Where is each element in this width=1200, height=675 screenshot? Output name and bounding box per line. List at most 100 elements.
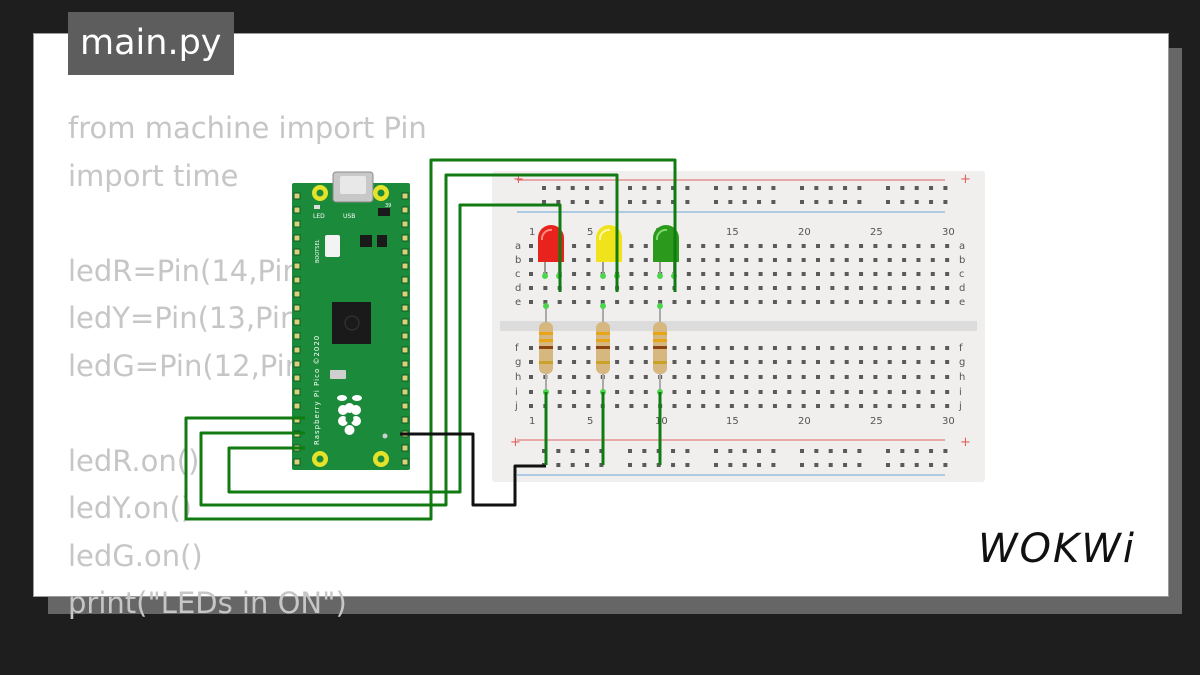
breadboard-hole[interactable] bbox=[714, 200, 718, 204]
breadboard-hole[interactable] bbox=[814, 186, 819, 190]
breadboard-hole[interactable] bbox=[586, 375, 591, 379]
breadboard-hole[interactable] bbox=[715, 286, 720, 290]
breadboard-hole[interactable] bbox=[758, 360, 763, 364]
pico-pin[interactable] bbox=[401, 402, 409, 410]
breadboard-hole[interactable] bbox=[945, 404, 950, 408]
pico-pin[interactable] bbox=[293, 360, 301, 368]
breadboard-hole[interactable] bbox=[672, 390, 677, 394]
breadboard-hole[interactable] bbox=[916, 390, 921, 394]
pico-pin[interactable] bbox=[293, 332, 301, 340]
breadboard-hole[interactable] bbox=[859, 404, 864, 408]
breadboard-hole[interactable] bbox=[615, 390, 620, 394]
breadboard-hole[interactable] bbox=[945, 286, 950, 290]
breadboard-hole[interactable] bbox=[887, 390, 892, 394]
breadboard-hole[interactable] bbox=[857, 200, 862, 204]
breadboard-hole[interactable] bbox=[701, 360, 706, 364]
breadboard-hole[interactable] bbox=[572, 300, 577, 304]
breadboard-hole[interactable] bbox=[801, 360, 806, 364]
pico-pin[interactable] bbox=[293, 458, 301, 466]
breadboard-hole[interactable] bbox=[628, 449, 632, 453]
breadboard-hole[interactable] bbox=[772, 244, 777, 248]
breadboard-hole[interactable] bbox=[787, 390, 792, 394]
breadboard-hole[interactable] bbox=[787, 346, 792, 350]
breadboard-hole[interactable] bbox=[930, 360, 935, 364]
breadboard-hole[interactable] bbox=[586, 404, 591, 408]
breadboard-hole[interactable] bbox=[902, 360, 907, 364]
pico-pin[interactable] bbox=[293, 234, 301, 242]
breadboard-hole[interactable] bbox=[816, 390, 820, 394]
breadboard-hole[interactable] bbox=[771, 200, 776, 204]
breadboard-hole[interactable] bbox=[916, 404, 921, 408]
resistor-1[interactable] bbox=[539, 306, 553, 392]
pico-pin[interactable] bbox=[293, 318, 301, 326]
breadboard-hole[interactable] bbox=[715, 390, 720, 394]
breadboard-hole[interactable] bbox=[902, 404, 907, 408]
breadboard-hole[interactable] bbox=[715, 404, 720, 408]
breadboard-hole[interactable] bbox=[830, 300, 835, 304]
breadboard-hole[interactable] bbox=[887, 244, 892, 248]
breadboard-hole[interactable] bbox=[628, 200, 632, 204]
breadboard-hole[interactable] bbox=[916, 286, 921, 290]
breadboard-hole[interactable] bbox=[585, 463, 590, 467]
breadboard-hole[interactable] bbox=[859, 272, 864, 276]
breadboard-hole[interactable] bbox=[902, 258, 907, 262]
breadboard-hole[interactable] bbox=[772, 404, 777, 408]
breadboard-hole[interactable] bbox=[557, 404, 562, 408]
breadboard-hole[interactable] bbox=[615, 404, 620, 408]
breadboard-hole[interactable] bbox=[686, 272, 691, 276]
resistor-3[interactable] bbox=[653, 306, 667, 392]
breadboard-hole[interactable] bbox=[744, 346, 749, 350]
breadboard-hole[interactable] bbox=[629, 272, 634, 276]
wire-green-2[interactable] bbox=[199, 173, 619, 507]
breadboard-hole[interactable] bbox=[642, 449, 647, 453]
breadboard-hole[interactable] bbox=[930, 346, 935, 350]
breadboard-hole[interactable] bbox=[859, 300, 864, 304]
breadboard-hole[interactable] bbox=[801, 286, 806, 290]
pico-pin[interactable] bbox=[293, 276, 301, 284]
breadboard-hole[interactable] bbox=[787, 375, 792, 379]
breadboard-hole[interactable] bbox=[586, 258, 591, 262]
breadboard-hole[interactable] bbox=[714, 186, 718, 190]
breadboard-hole[interactable] bbox=[930, 375, 935, 379]
breadboard-hole[interactable] bbox=[801, 404, 806, 408]
breadboard-hole[interactable] bbox=[586, 244, 591, 248]
pico-pin[interactable] bbox=[401, 360, 409, 368]
breadboard-hole[interactable] bbox=[916, 300, 921, 304]
breadboard-hole[interactable] bbox=[729, 360, 734, 364]
breadboard-hole[interactable] bbox=[557, 390, 562, 394]
breadboard-hole[interactable] bbox=[628, 186, 632, 190]
breadboard-hole[interactable] bbox=[729, 244, 734, 248]
breadboard-hole[interactable] bbox=[557, 360, 562, 364]
pico-pin[interactable] bbox=[401, 234, 409, 242]
breadboard-hole[interactable] bbox=[629, 286, 634, 290]
breadboard-hole[interactable] bbox=[686, 404, 691, 408]
breadboard-hole[interactable] bbox=[615, 346, 620, 350]
breadboard-hole[interactable] bbox=[830, 244, 835, 248]
breadboard-hole[interactable] bbox=[757, 186, 762, 190]
breadboard-hole[interactable] bbox=[529, 404, 533, 408]
breadboard-hole[interactable] bbox=[857, 186, 862, 190]
breadboard-hole[interactable] bbox=[643, 390, 648, 394]
breadboard-hole[interactable] bbox=[787, 300, 792, 304]
breadboard-hole[interactable] bbox=[599, 200, 604, 204]
breadboard-hole[interactable] bbox=[729, 346, 734, 350]
breadboard-hole[interactable] bbox=[830, 272, 835, 276]
breadboard-hole[interactable] bbox=[902, 346, 907, 350]
breadboard-hole[interactable] bbox=[542, 200, 546, 204]
breadboard-hole[interactable] bbox=[656, 186, 661, 190]
breadboard-hole[interactable] bbox=[772, 360, 777, 364]
breadboard-hole[interactable] bbox=[585, 200, 590, 204]
breadboard-hole[interactable] bbox=[772, 346, 777, 350]
breadboard-hole[interactable] bbox=[857, 463, 862, 467]
pico-pin[interactable] bbox=[401, 332, 409, 340]
breadboard-hole[interactable] bbox=[729, 272, 734, 276]
breadboard-hole[interactable] bbox=[672, 346, 677, 350]
breadboard-hole[interactable] bbox=[914, 463, 919, 467]
bootsel-button[interactable] bbox=[325, 235, 340, 257]
pico-pin[interactable] bbox=[401, 458, 409, 466]
breadboard-hole[interactable] bbox=[715, 258, 720, 262]
breadboard-hole[interactable] bbox=[843, 186, 848, 190]
breadboard-hole[interactable] bbox=[900, 449, 905, 453]
breadboard-hole[interactable] bbox=[873, 286, 878, 290]
breadboard-hole[interactable] bbox=[686, 300, 691, 304]
